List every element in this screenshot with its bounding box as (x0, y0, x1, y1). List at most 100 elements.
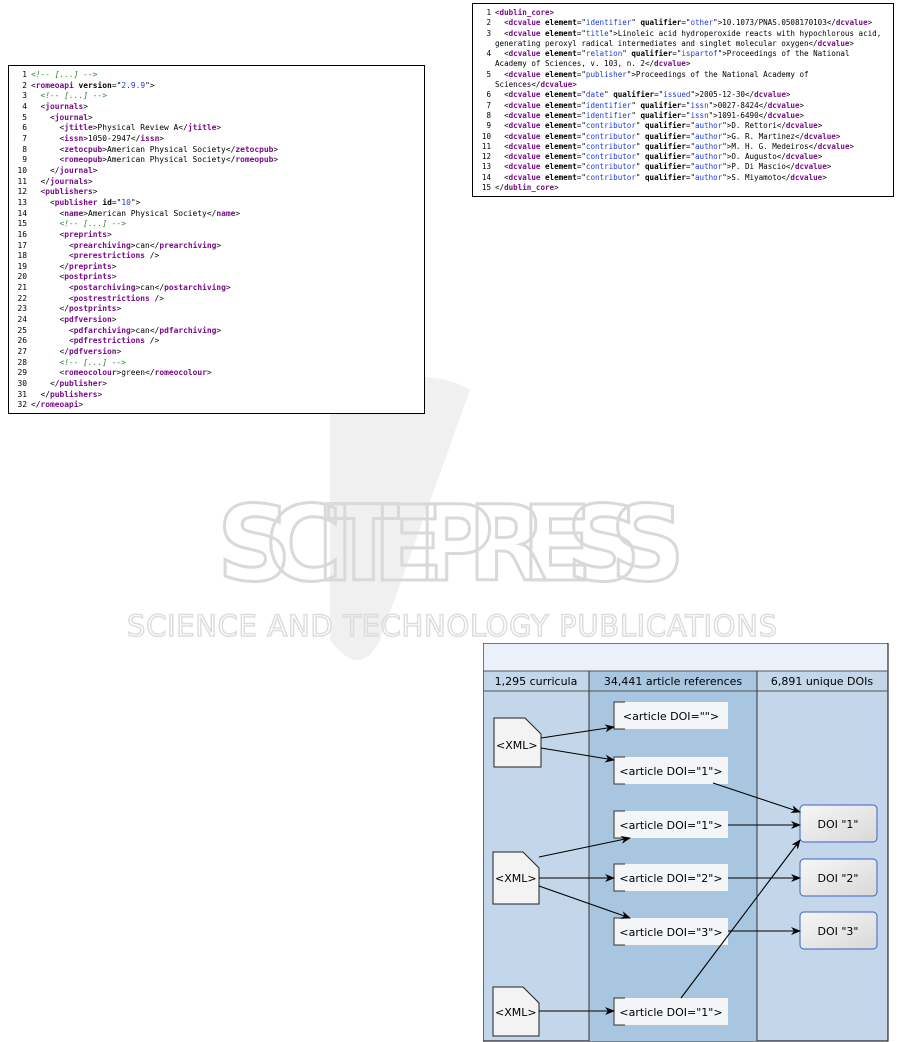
code-value: contributor (585, 152, 636, 162)
code-punct: < (40, 101, 46, 111)
code-text: > (826, 162, 832, 172)
article-box-3: <article DOI="1"> (613, 810, 728, 839)
code-punct: " (581, 121, 586, 131)
code-tag: romeopub (235, 155, 274, 165)
code-line-text: </publishers> (31, 389, 103, 401)
code-punct: < (504, 90, 509, 100)
code-punct: " (116, 197, 122, 207)
code-text: > (83, 101, 89, 111)
code-punct: < (495, 8, 500, 17)
code-text: > (88, 112, 93, 122)
watermark-brand: SCITEPRESS (217, 483, 687, 605)
code-text (31, 336, 69, 345)
code-text (495, 18, 504, 27)
line-number: 18 (17, 251, 27, 261)
code-value: contributor (585, 172, 636, 182)
line-number: 21 (17, 283, 27, 293)
line-number: 25 (17, 325, 27, 335)
code-text: >can (130, 240, 150, 250)
code-punct: = (685, 152, 691, 162)
code-text (31, 390, 41, 399)
doi-box-1: DOI "1" (799, 804, 878, 843)
code-punct: " (581, 162, 586, 172)
code-punct: " (608, 28, 614, 38)
code-tag: postrestrictions (73, 293, 150, 303)
code-tag: issn (64, 133, 84, 143)
code-text (31, 379, 50, 388)
article-box-6: <article DOI="1"> (613, 997, 728, 1026)
code-line-text: <prerestrictions /> (31, 251, 159, 262)
code-text: > (273, 155, 279, 165)
code-tag: journal (54, 112, 89, 122)
code-tag: pdfrestrictions (73, 336, 146, 346)
code-punct: " (635, 162, 641, 172)
code-punct: = (576, 110, 582, 120)
code-text: generating peroxyl radical intermediates… (495, 38, 809, 48)
code-tag: dcvalue (654, 59, 686, 69)
code-tag: zetocpub (235, 144, 274, 154)
code-line-text: </publisher> (31, 379, 107, 390)
code-tag: dcvalue (785, 121, 818, 131)
code-punct: " (581, 49, 586, 59)
line-number: 9 (22, 155, 27, 165)
code-line: 20 <postprints> (13, 272, 424, 283)
code-punct: " (708, 110, 714, 120)
article-box-1: <article DOI=""> (613, 701, 728, 730)
arrow (538, 835, 631, 858)
line-number: 28 (17, 357, 27, 367)
code-punct: " (622, 49, 627, 59)
code-line-text: </romeoapi> (31, 400, 83, 411)
code-punct: < (504, 100, 509, 110)
code-text: > (107, 229, 112, 239)
line-number: 31 (17, 389, 27, 399)
code-value: issued (663, 90, 691, 100)
code-line-text: <zetocpub>American Physical Society</zet… (31, 144, 279, 156)
code-tag: dcvalue (835, 18, 868, 28)
code-tag: publisher (59, 379, 103, 389)
code-tag: dcvalue (817, 38, 850, 48)
code-attribute: element (545, 121, 577, 131)
code-tag: dublin_core (504, 183, 555, 193)
code-tag: prearchiving (73, 240, 131, 250)
code-punct: " (635, 152, 641, 162)
code-punct: </ (40, 389, 51, 399)
xml-label: <XML> (496, 739, 538, 752)
code-tag: romeoapi (40, 400, 79, 410)
line-number: 12 (481, 152, 491, 162)
arrow (712, 782, 801, 813)
code-tag: pdfversion (64, 315, 112, 325)
code-line: 8 <zetocpub>American Physical Society</z… (13, 145, 424, 156)
code-line: 9 <romeopub>American Physical Society</r… (13, 155, 424, 166)
code-tag: postarchiving (164, 283, 226, 293)
code-tag: journal (59, 165, 93, 175)
code-tag: dcvalue (785, 152, 818, 162)
code-comment: <!-- [...] --> (31, 70, 98, 79)
code-text: > (159, 133, 165, 143)
line-number: 27 (17, 347, 27, 357)
code-punct: " (604, 90, 609, 100)
code-line-text: <dcvalue element="identifier" qualifier=… (495, 101, 804, 111)
code-punct: < (69, 336, 74, 346)
code-text (31, 134, 60, 143)
code-punct: " (145, 80, 150, 90)
code-punct: < (59, 144, 65, 154)
doi-label: DOI "1" (818, 818, 859, 831)
line-number: 1 (22, 70, 27, 79)
code-text (31, 326, 69, 335)
code-punct: " (722, 121, 727, 131)
code-tag: dcvalue (508, 90, 541, 100)
code-text: > (116, 304, 122, 314)
code-text (495, 152, 504, 161)
code-text: /> (149, 293, 165, 303)
code-punct: </ (776, 121, 786, 131)
code-text: > (572, 80, 577, 90)
code-line: 9 <dcvalue element="contributor" qualifi… (477, 121, 893, 131)
code-punct: = (654, 90, 659, 100)
code-punct: " (626, 69, 632, 79)
line-number: 3 (486, 28, 491, 38)
code-text: >green (116, 368, 146, 378)
code-text: > (867, 18, 873, 28)
code-attribute: qualifier (644, 162, 686, 172)
code-text: >Physical Review A (92, 123, 179, 133)
code-text: > (216, 240, 222, 250)
